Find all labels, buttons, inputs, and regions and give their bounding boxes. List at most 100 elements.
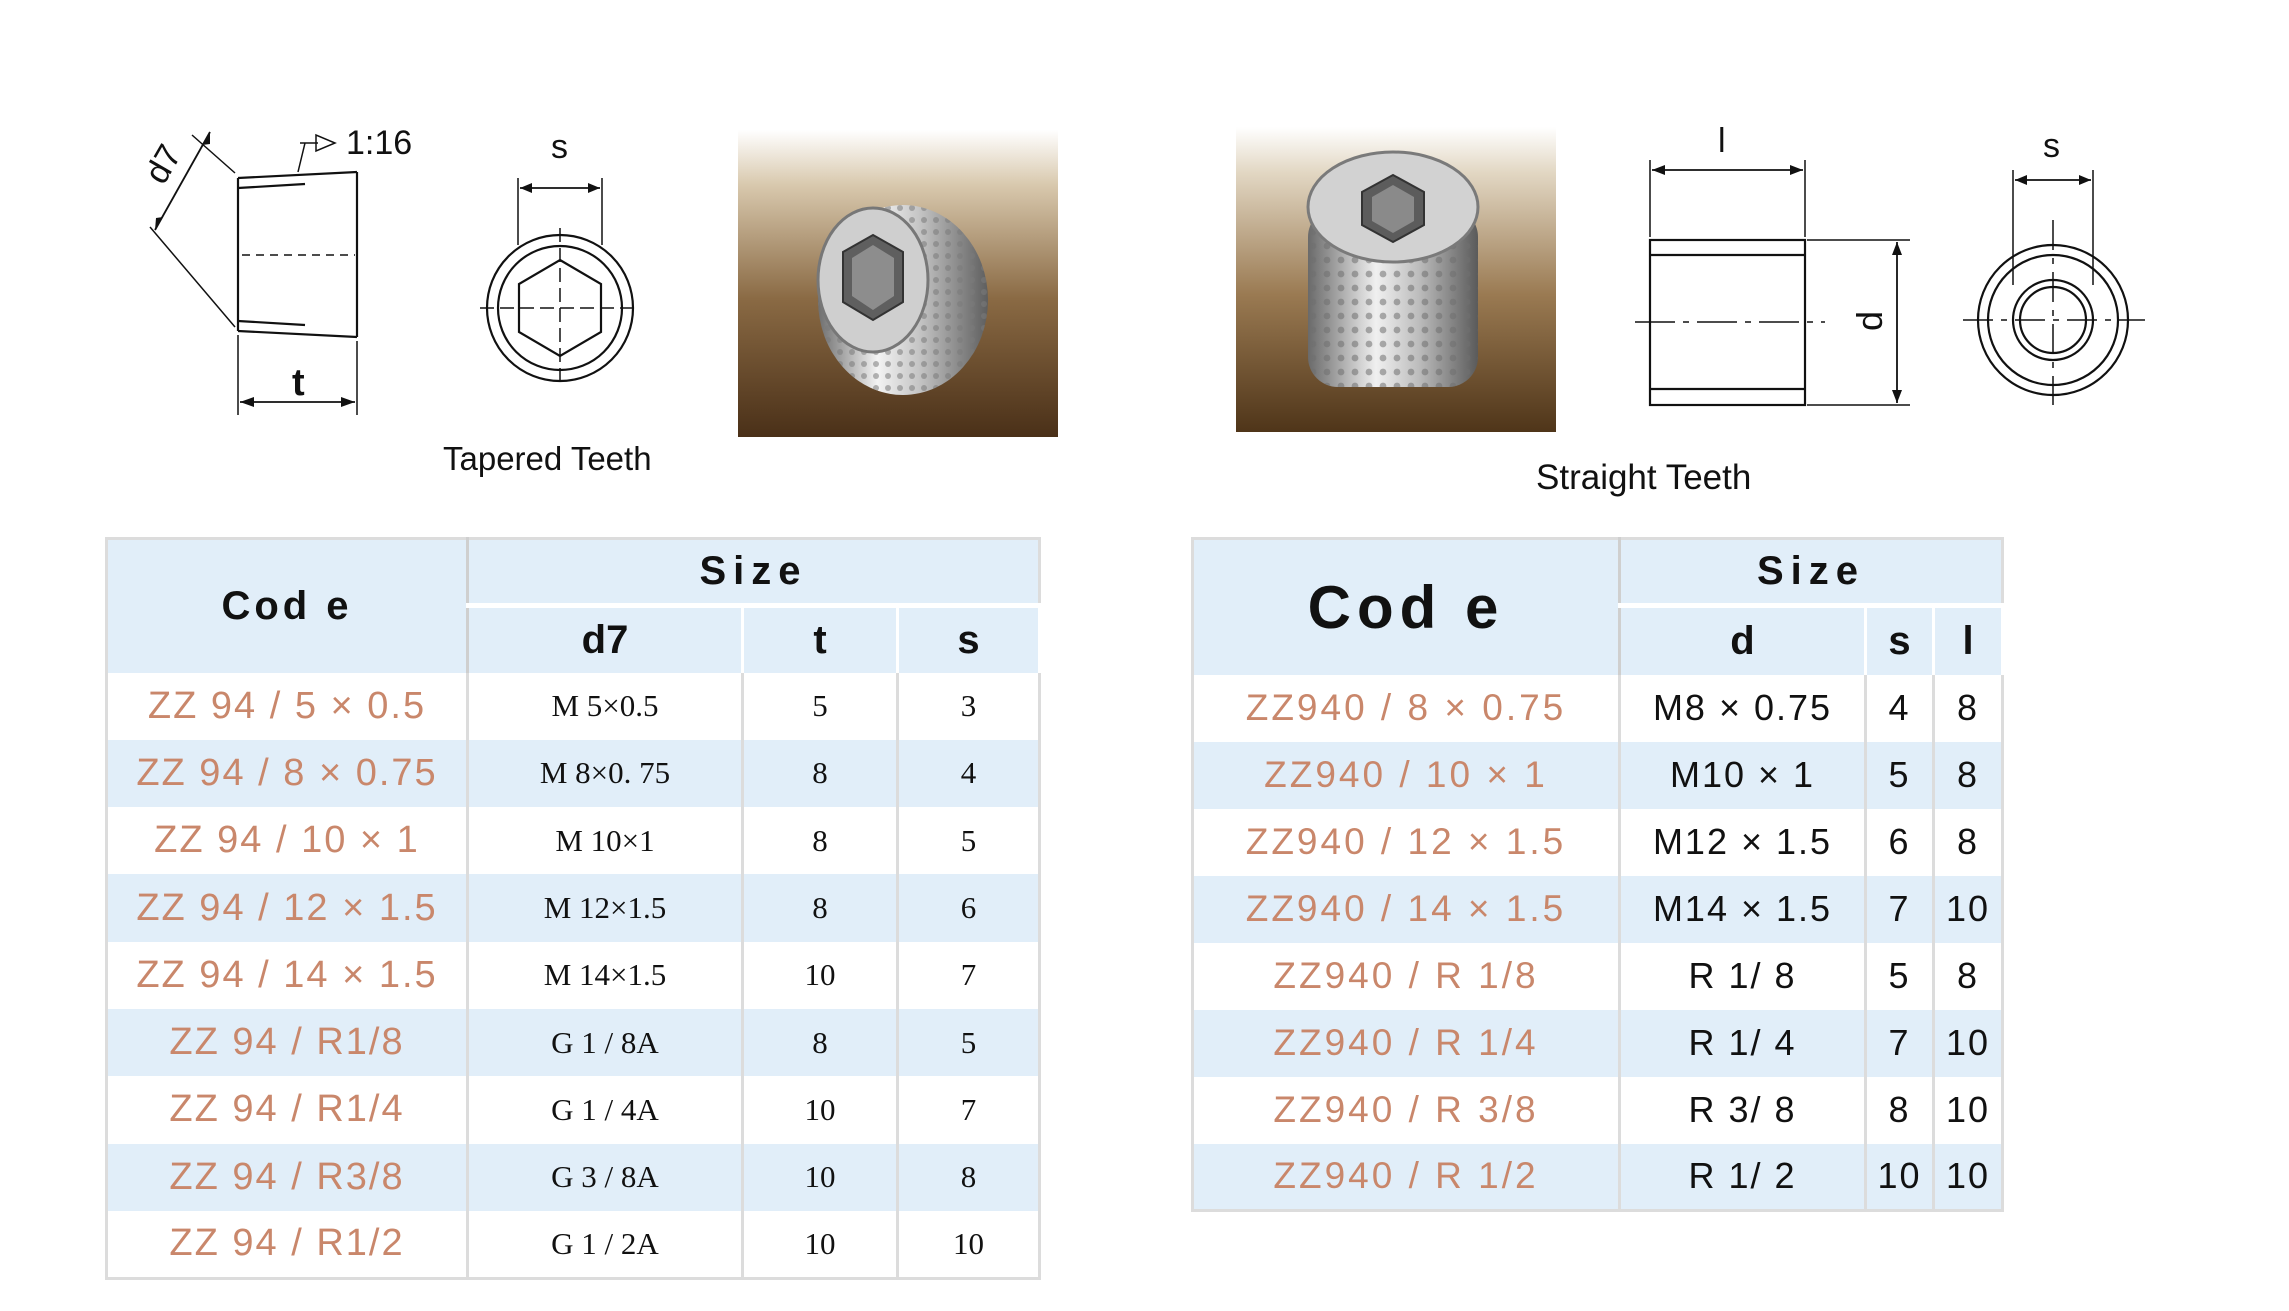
cell-s: 3 bbox=[897, 672, 1041, 740]
cell-t: 8 bbox=[742, 739, 899, 808]
cell-s: 8 bbox=[1865, 1076, 1935, 1144]
cell-s: 7 bbox=[897, 1076, 1041, 1144]
cell-code: ZZ 94 / 10 × 1 bbox=[106, 807, 469, 875]
cell-s: 4 bbox=[897, 739, 1041, 808]
dim-label-l: l bbox=[1718, 122, 1726, 160]
cell-d: R 3/ 8 bbox=[1619, 1076, 1867, 1144]
cell-code: ZZ940 / R 1/2 bbox=[1192, 1143, 1621, 1211]
cell-s: 5 bbox=[897, 1008, 1041, 1077]
header-s: s bbox=[897, 605, 1041, 673]
header-code: Cod e bbox=[106, 538, 469, 673]
straight-end-drawing bbox=[1955, 150, 2155, 410]
cell-code: ZZ 94 / R3/8 bbox=[106, 1143, 469, 1211]
cell-s: 5 bbox=[1865, 942, 1935, 1010]
header-d7: d7 bbox=[467, 605, 744, 673]
cell-l: 10 bbox=[1933, 1143, 2004, 1211]
cell-d: M8 × 0.75 bbox=[1619, 674, 1867, 742]
header-d: d bbox=[1619, 605, 1867, 675]
cell-t: 10 bbox=[742, 1143, 899, 1211]
cell-t: 10 bbox=[742, 941, 899, 1009]
cell-d7: M 10×1 bbox=[467, 807, 744, 875]
cell-d: M12 × 1.5 bbox=[1619, 808, 1867, 876]
cell-s: 5 bbox=[897, 807, 1041, 875]
cell-d7: G 1 / 8A bbox=[467, 1008, 744, 1077]
cell-t: 5 bbox=[742, 672, 899, 740]
dim-label-s-tapered: s bbox=[551, 128, 568, 166]
cell-s: 4 bbox=[1865, 674, 1935, 742]
dim-label-t: t bbox=[292, 362, 305, 404]
cell-d: M10 × 1 bbox=[1619, 741, 1867, 809]
straight-caption: Straight Teeth bbox=[1536, 458, 1752, 497]
cell-s: 7 bbox=[897, 941, 1041, 1009]
header-l: l bbox=[1933, 605, 2004, 675]
cell-s: 8 bbox=[897, 1143, 1041, 1211]
cell-d7: M 8×0. 75 bbox=[467, 739, 744, 808]
dim-label-taper: 1:16 bbox=[346, 124, 413, 162]
cell-t: 10 bbox=[742, 1210, 899, 1279]
cell-s: 10 bbox=[897, 1210, 1041, 1279]
cell-code: ZZ940 / R 3/8 bbox=[1192, 1076, 1621, 1144]
cell-l: 8 bbox=[1933, 741, 2004, 809]
cell-l: 8 bbox=[1933, 674, 2004, 742]
cell-t: 8 bbox=[742, 1008, 899, 1077]
tapered-side-drawing bbox=[130, 115, 450, 425]
cell-s: 7 bbox=[1865, 1009, 1935, 1077]
cell-l: 10 bbox=[1933, 1076, 2004, 1144]
header-s: s bbox=[1865, 605, 1935, 675]
header-size: Size bbox=[467, 538, 1040, 608]
cell-s: 6 bbox=[1865, 808, 1935, 876]
cell-code: ZZ 94 / R1/4 bbox=[106, 1076, 469, 1144]
cell-code: ZZ 94 / 14 × 1.5 bbox=[106, 941, 469, 1009]
cell-d7: M 12×1.5 bbox=[467, 874, 744, 942]
cell-code: ZZ940 / 10 × 1 bbox=[1192, 741, 1621, 809]
cell-d: R 1/ 2 bbox=[1619, 1143, 1867, 1211]
cell-d: M14 × 1.5 bbox=[1619, 875, 1867, 943]
dim-label-s-straight: s bbox=[2043, 127, 2060, 165]
cell-s: 6 bbox=[897, 874, 1041, 942]
cell-code: ZZ 94 / 8 × 0.75 bbox=[106, 739, 469, 808]
cell-s: 7 bbox=[1865, 875, 1935, 943]
header-t: t bbox=[742, 605, 899, 673]
cell-d: R 1/ 8 bbox=[1619, 942, 1867, 1010]
cell-l: 8 bbox=[1933, 942, 2004, 1010]
cell-d: R 1/ 4 bbox=[1619, 1009, 1867, 1077]
cell-l: 8 bbox=[1933, 808, 2004, 876]
tapered-end-drawing bbox=[470, 150, 650, 390]
tapered-plug-photo bbox=[738, 130, 1058, 437]
cell-code: ZZ940 / R 1/4 bbox=[1192, 1009, 1621, 1077]
header-size: Size bbox=[1619, 538, 2003, 608]
straight-plug-photo bbox=[1236, 127, 1556, 432]
straight-side-drawing bbox=[1625, 125, 1930, 415]
cell-s: 5 bbox=[1865, 741, 1935, 809]
cell-l: 10 bbox=[1933, 875, 2004, 943]
cell-t: 10 bbox=[742, 1076, 899, 1144]
cell-code: ZZ940 / R 1/8 bbox=[1192, 942, 1621, 1010]
cell-code: ZZ 94 / R1/8 bbox=[106, 1008, 469, 1077]
cell-code: ZZ 94 / 12 × 1.5 bbox=[106, 874, 469, 942]
cell-d7: G 1 / 2A bbox=[467, 1210, 744, 1279]
cell-code: ZZ940 / 12 × 1.5 bbox=[1192, 808, 1621, 876]
cell-code: ZZ940 / 8 × 0.75 bbox=[1192, 674, 1621, 742]
dim-label-d: d bbox=[1849, 310, 1891, 332]
cell-d7: G 3 / 8A bbox=[467, 1143, 744, 1211]
tapered-caption: Tapered Teeth bbox=[443, 440, 652, 477]
cell-code: ZZ940 / 14 × 1.5 bbox=[1192, 875, 1621, 943]
cell-d7: M 14×1.5 bbox=[467, 941, 744, 1009]
